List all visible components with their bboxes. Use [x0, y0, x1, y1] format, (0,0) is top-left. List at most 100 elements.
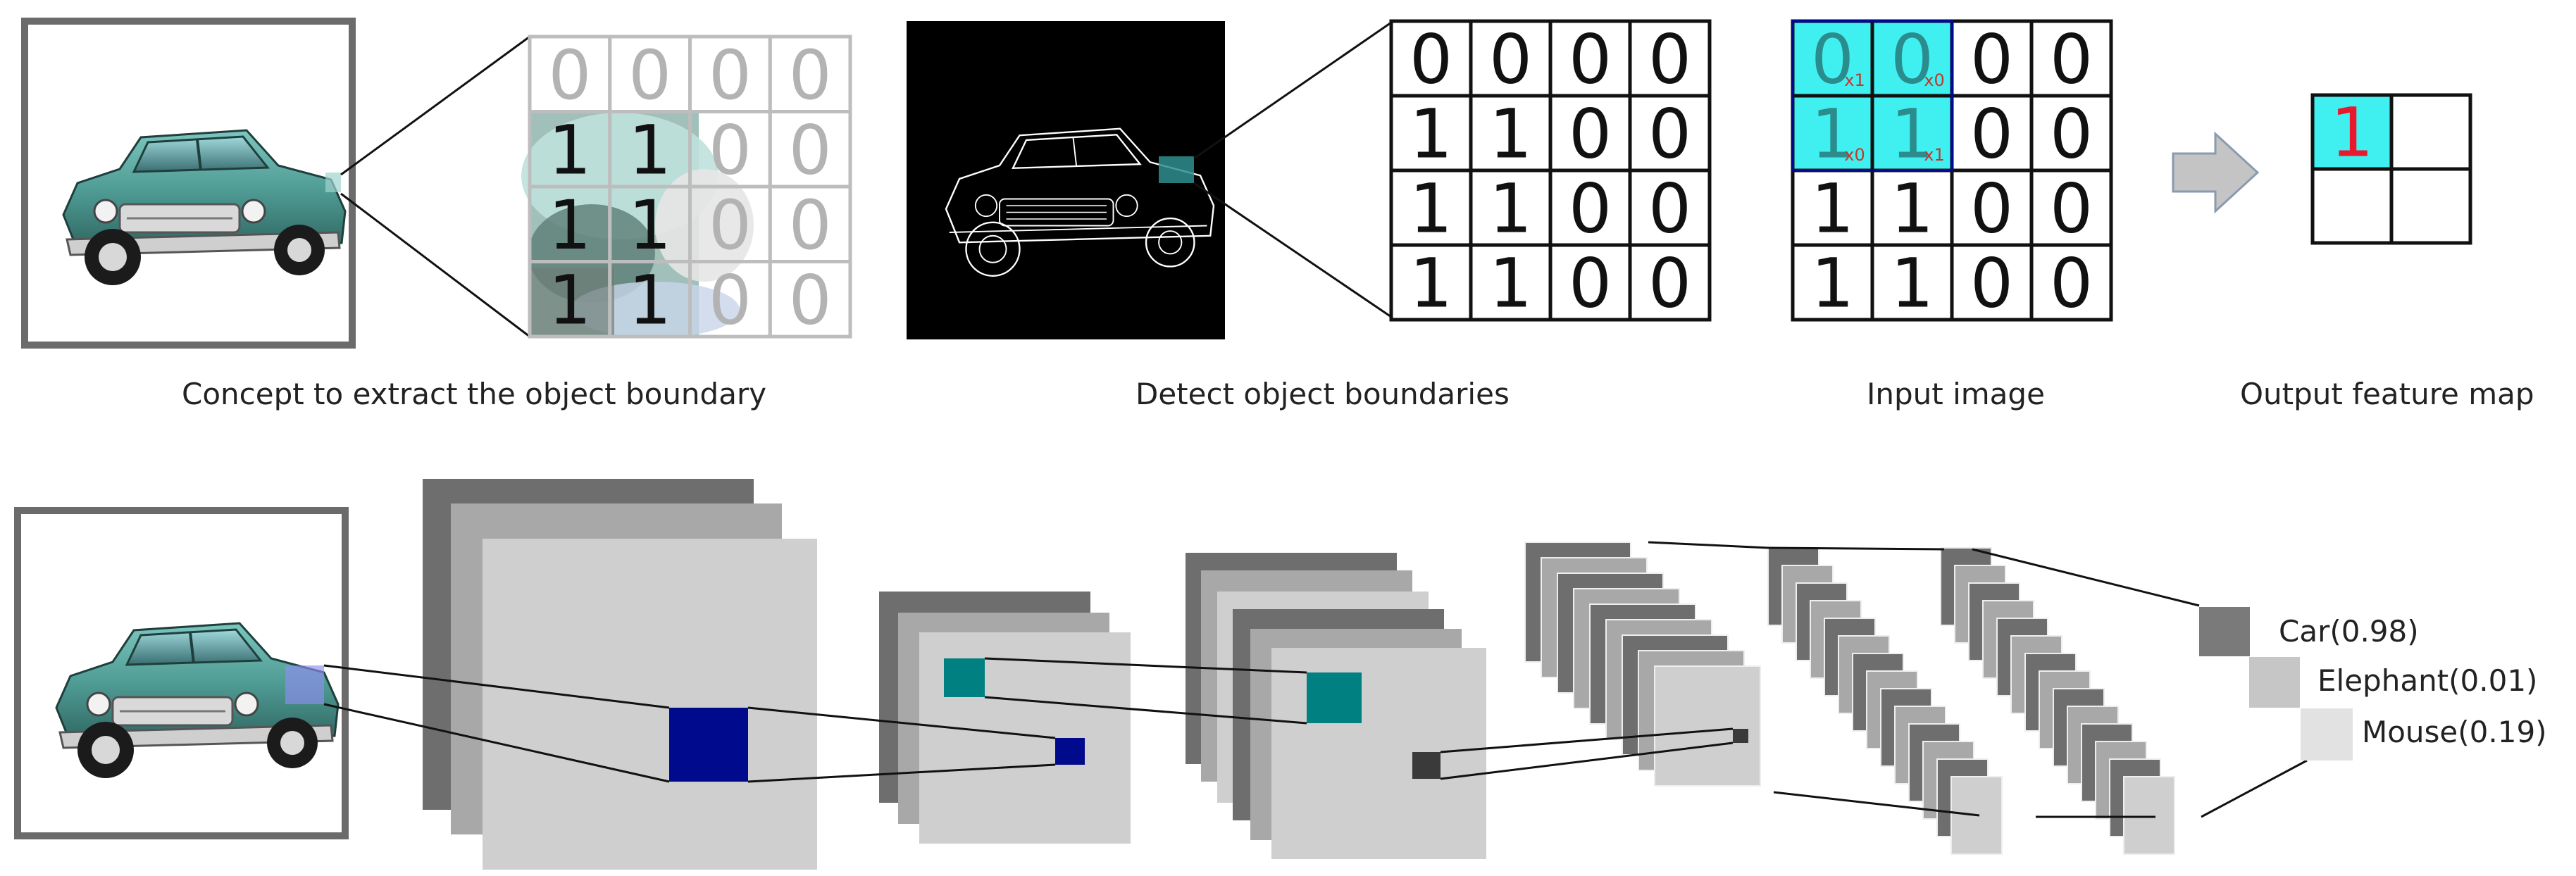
grid-cell-value: 0: [709, 36, 752, 115]
grid-cell-value: 0: [1489, 20, 1532, 99]
grid-cell-value: 1: [1891, 95, 1934, 174]
receptive-field: [285, 665, 324, 704]
edge-zoom-line-bottom: [1193, 182, 1392, 318]
output-cell: [2389, 93, 2472, 171]
grid-cell-value: 0: [1569, 170, 1612, 249]
grid-cell-value: 0: [2050, 95, 2093, 174]
grid-cell-value: 0: [709, 186, 752, 265]
grid-cell: [1469, 94, 1553, 173]
kernel-weight: x1: [1844, 70, 1865, 90]
grid-cell-value: 1: [1891, 244, 1934, 323]
kernel-weight: x0: [1844, 145, 1865, 165]
class-elephant-square: [2249, 657, 2300, 708]
grid-cell-value: 0: [1891, 20, 1934, 99]
caption-concept: Concept to extract the object boundary: [182, 377, 767, 411]
grid-cell-value: 0: [789, 36, 832, 115]
grid-cell-value: 0: [2050, 170, 2093, 249]
grid-cell-value: 0: [2050, 244, 2093, 323]
pool2-link-top: [1440, 727, 1734, 753]
pool2-stack: [1524, 542, 1761, 787]
grid-cell-value: 1: [548, 111, 591, 189]
class-label-elephant: Elephant(0.01): [2317, 663, 2538, 698]
pool2-fc-line-bottom: [1773, 791, 1980, 817]
pool1-link-top: [747, 706, 1056, 739]
grid-cell-value: 0: [1569, 95, 1612, 174]
class-mouse-square: [2301, 708, 2353, 761]
grid-cell-value: 0: [1811, 20, 1854, 99]
conv1-filter: [669, 708, 748, 782]
grid-cell: [2029, 168, 2113, 247]
caption-detect: Detect object boundaries: [1135, 377, 1510, 411]
conv2-link-top: [984, 657, 1307, 674]
feature-slice: [2123, 776, 2175, 855]
grid-cell: [1950, 243, 2034, 322]
class-label-mouse: Mouse(0.19): [2362, 715, 2547, 749]
grid-cell: [1548, 243, 1632, 322]
conv1-layer-front: [483, 539, 817, 870]
grid-cell: [1628, 243, 1712, 322]
zoom-line-bottom: [340, 192, 530, 338]
right-arrow-icon: [2172, 131, 2260, 214]
grid-cell-value: 0: [1648, 170, 1691, 249]
grid-cell-value: 1: [1410, 170, 1452, 249]
grid-cell: [1469, 19, 1553, 98]
conv2-filter-teal: [1307, 672, 1362, 723]
grid-cell: [2029, 243, 2113, 322]
grid-cell: [1389, 243, 1473, 322]
grid-cell-value: 0: [1970, 170, 2013, 249]
grid-cell-value: 1: [1410, 95, 1452, 174]
edge-zoom-line-top: [1193, 21, 1392, 160]
grid-cell-value: 0: [789, 111, 832, 189]
grid-cell-value: 0: [709, 111, 752, 189]
grid-cell: [768, 260, 852, 339]
grid-cell-value: 1: [1811, 95, 1854, 174]
kernel-weight: x1: [1924, 145, 1944, 165]
pool1-filter-teal: [944, 658, 985, 697]
grid-cell-value: 1: [548, 186, 591, 265]
grid-cell-value: 0: [789, 186, 832, 265]
grid-cell: [1791, 168, 1874, 247]
grid-cell: [1950, 94, 2034, 173]
pool1-link-bottom: [747, 763, 1056, 783]
pool2-link-bottom: [1440, 742, 1734, 780]
grid-cell: [1628, 94, 1712, 173]
grid-cell-value: 0: [1648, 95, 1691, 174]
conv2-link-bottom: [984, 696, 1307, 725]
edge-zoom-patch: [1159, 156, 1194, 183]
grid-cell-value: 0: [789, 261, 832, 339]
grid-cell-value: 0: [709, 261, 752, 339]
output-link-top: [1972, 548, 2200, 607]
grid-cell-value: 0: [1648, 20, 1691, 99]
feature-slice: [1654, 665, 1761, 787]
grid-cell-value: 0: [1970, 95, 2013, 174]
grid-cell-value: 0: [2050, 20, 2093, 99]
grid-cell-value: 1: [1489, 95, 1532, 174]
grid-cell-value: 0: [1970, 244, 2013, 323]
grid-cell-value: 1: [1489, 170, 1532, 249]
pool1-filter-navy: [1055, 738, 1085, 765]
caption-output: Output feature map: [2240, 377, 2534, 411]
output-link-bottom: [2201, 759, 2308, 818]
grid-cell-value: 1: [1811, 244, 1854, 323]
grid-cell: [1389, 168, 1473, 247]
zoom-patch: [325, 173, 341, 192]
grid-cell: [1628, 19, 1712, 98]
kernel-weight: x0: [1924, 70, 1944, 90]
fc-line-top: [1767, 546, 1945, 551]
class-label-car: Car(0.98): [2279, 614, 2419, 649]
pool2-fc-line-top: [1648, 541, 1769, 549]
output-cell: [2389, 167, 2472, 245]
grid-cell: [2029, 19, 2113, 98]
conv2-filter-dark: [1412, 752, 1441, 779]
grid-cell-value: 1: [1489, 244, 1532, 323]
grid-cell-value: 1: [628, 261, 671, 339]
grid-cell-value: 1: [1811, 170, 1854, 249]
conv1-link-bottom: [323, 703, 670, 783]
grid-cell: [1548, 168, 1632, 247]
grid-cell-value: 1: [1410, 244, 1452, 323]
grid-cell-value: 1: [548, 261, 591, 339]
